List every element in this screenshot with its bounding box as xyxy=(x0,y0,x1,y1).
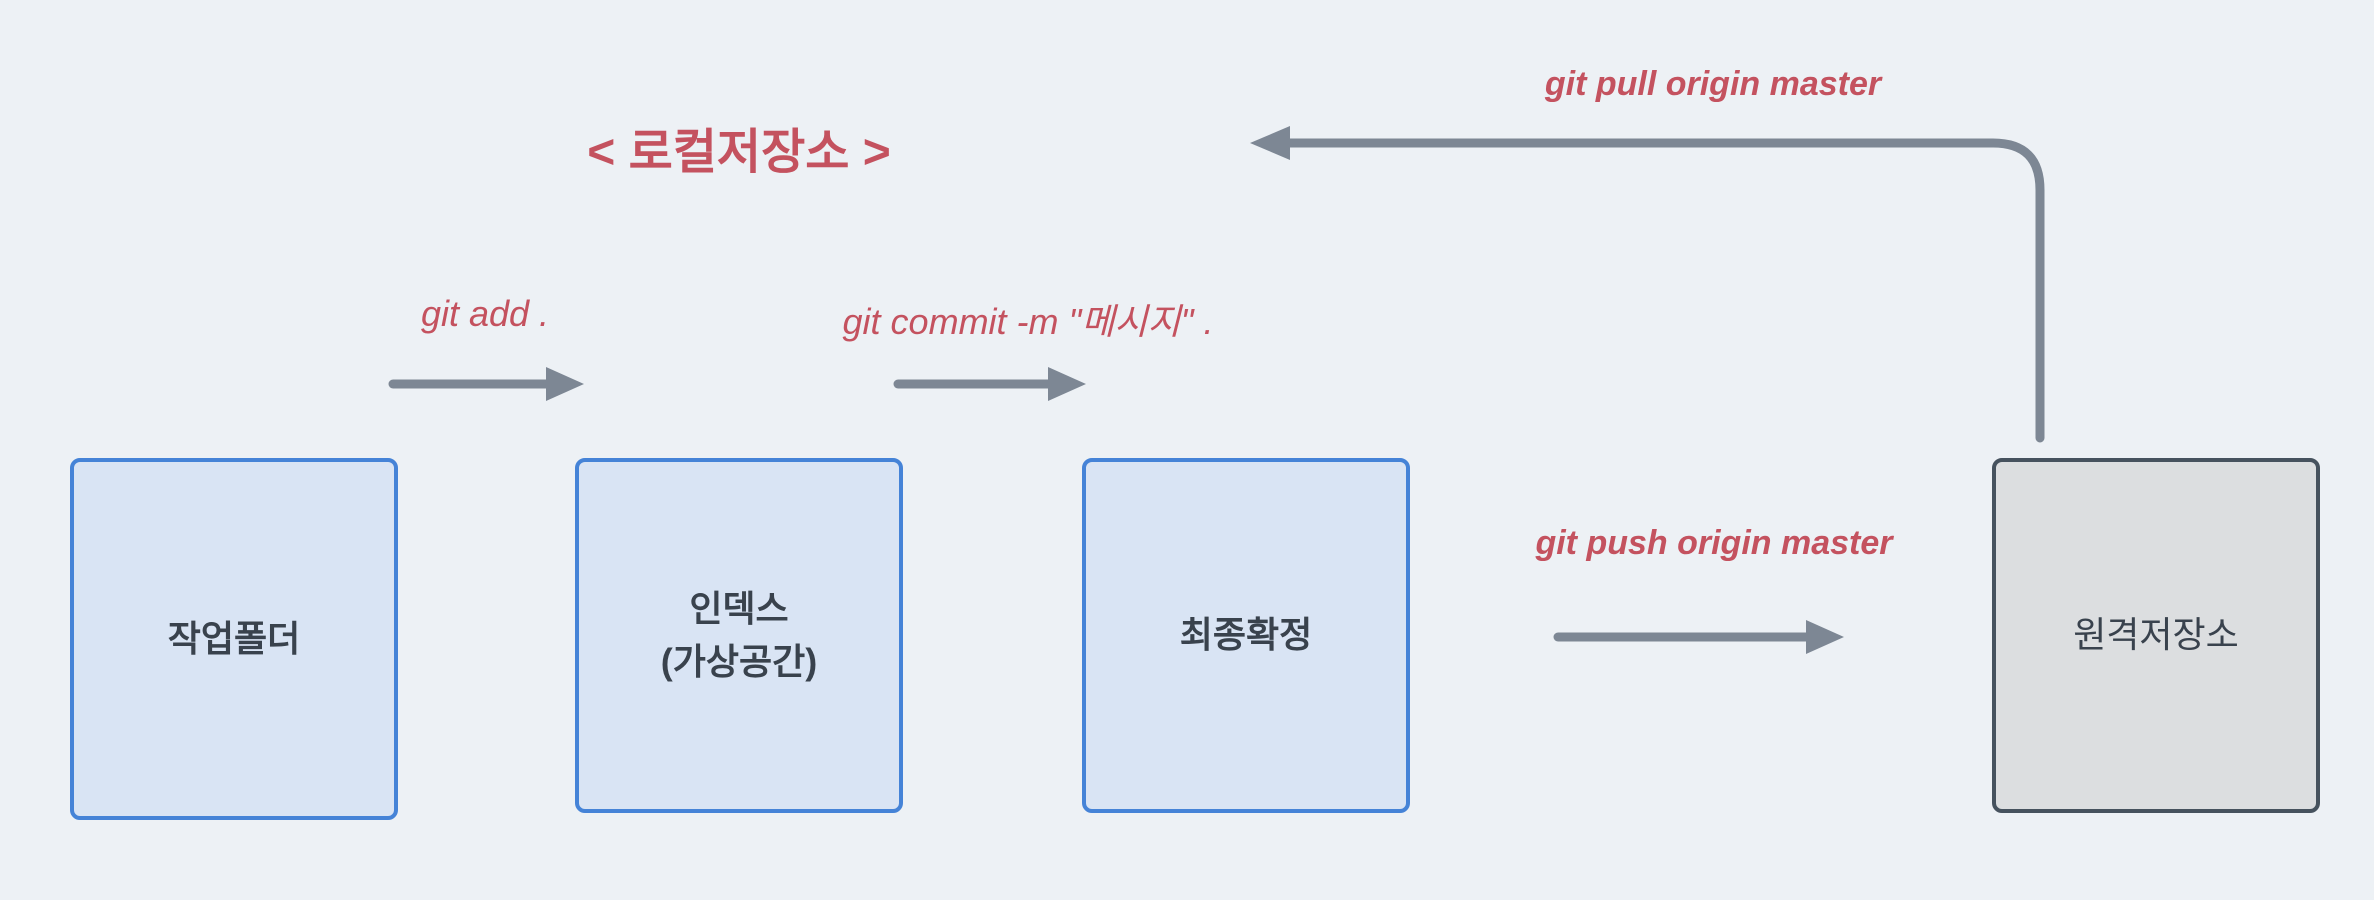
final-commit-box: 최종확정 xyxy=(1082,458,1410,813)
git-pull-arrow xyxy=(1250,126,2045,443)
index-label-line1: 인덱스 xyxy=(689,588,789,630)
git-commit-arrowhead-icon xyxy=(1048,367,1086,401)
local-repository-title: < 로컬저장소 > xyxy=(587,126,891,179)
work-folder-box: 작업폴더 xyxy=(70,458,398,820)
git-pull-command-label: git pull origin master xyxy=(1544,65,1882,103)
git-push-arrow xyxy=(1553,620,1844,654)
git-add-command-label: git add . xyxy=(420,293,550,334)
final-commit-label: 최종확정 xyxy=(1179,614,1313,656)
git-add-arrow xyxy=(388,367,584,401)
work-folder-label: 작업폴더 xyxy=(167,617,301,659)
git-add-arrowhead-icon xyxy=(546,367,584,401)
git-push-arrowhead-icon xyxy=(1806,620,1844,654)
index-box: 인덱스 (가상공간) xyxy=(575,458,903,813)
git-pull-arrowhead-icon xyxy=(1250,126,1290,160)
remote-repository-box: 원격저장소 xyxy=(1992,458,2320,813)
remote-repository-label: 원격저장소 xyxy=(2073,614,2239,656)
git-push-command-label: git push origin master xyxy=(1535,524,1893,562)
index-label-line2: (가상공간) xyxy=(660,640,818,682)
git-commit-arrow xyxy=(893,367,1086,401)
git-commit-command-label: git commit -m "메시지" . xyxy=(842,301,1214,342)
